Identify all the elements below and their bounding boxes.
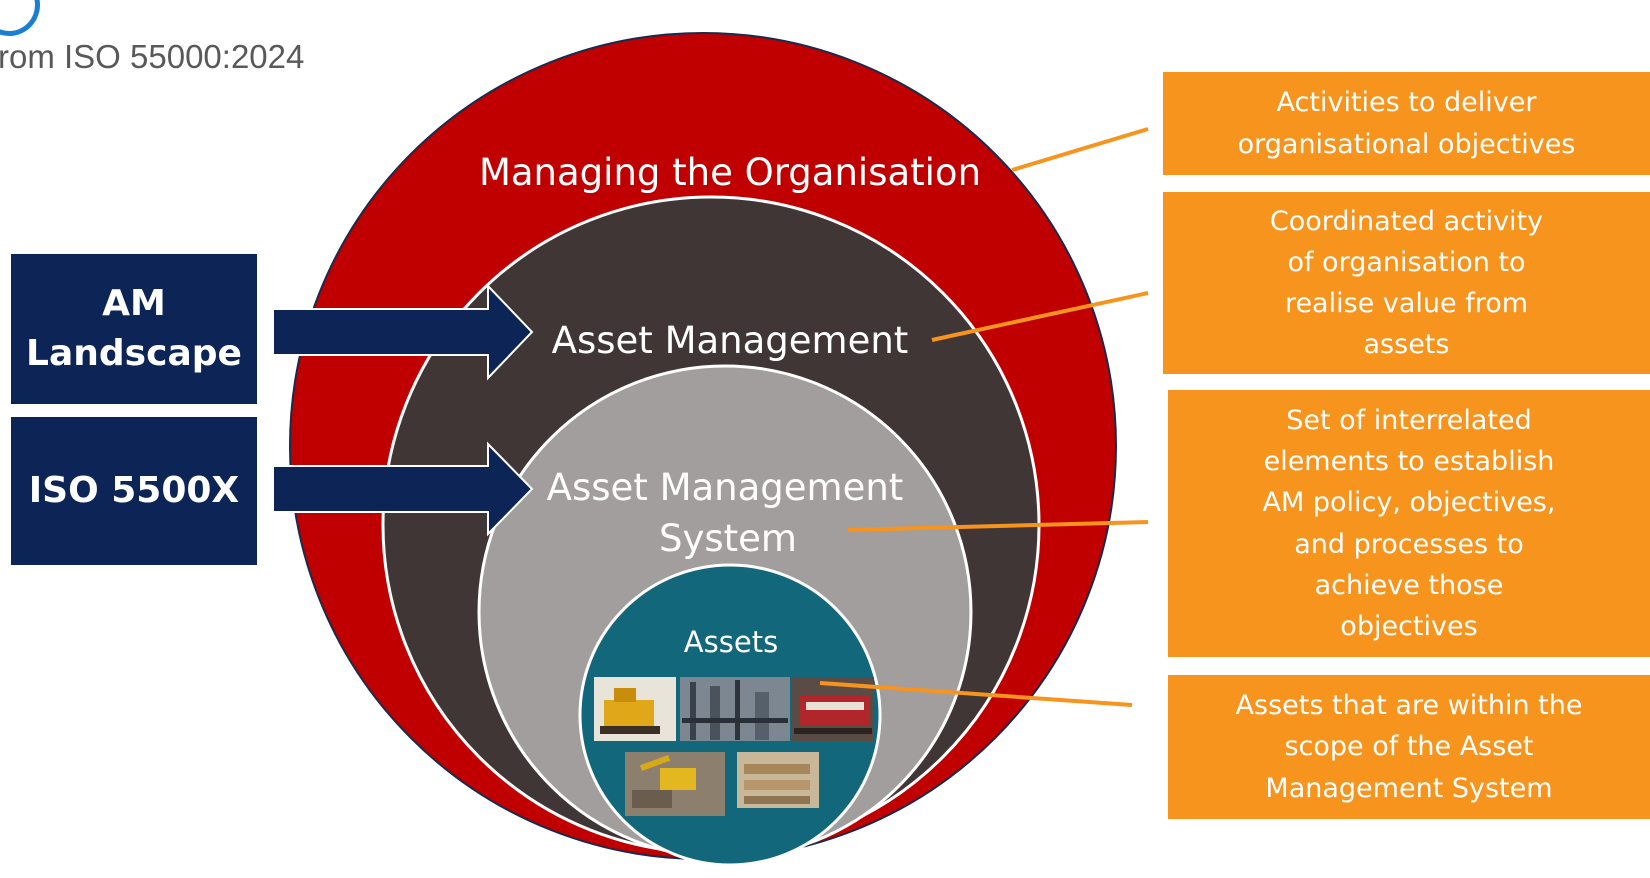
definition-asset-management: Coordinated activity of organisation to … xyxy=(1163,192,1650,374)
organisation-label: Managing the Organisation xyxy=(479,151,981,194)
definition-assets: Assets that are within the scope of the … xyxy=(1168,675,1650,819)
leader-line-am-system xyxy=(847,520,1149,532)
am-system-label-line1: Asset Management xyxy=(547,466,904,509)
assets-label: Assets xyxy=(684,625,778,659)
leader-line-asset-management xyxy=(931,291,1149,342)
iso-5500x-arrow xyxy=(272,441,534,537)
industrial-plant-photo xyxy=(680,677,790,741)
am-landscape-box: AM Landscape xyxy=(11,254,257,404)
asset-photos xyxy=(594,677,874,816)
iso-5500x-box: ISO 5500X xyxy=(11,417,257,565)
materials-photo xyxy=(737,752,819,808)
source-caption: rom ISO 55000:2024 xyxy=(0,38,305,75)
definition-organisation: Activities to deliver organisational obj… xyxy=(1163,72,1650,175)
am-system-label-line2: System xyxy=(659,517,797,560)
bulldozer-photo xyxy=(594,677,676,741)
leader-lines xyxy=(819,127,1149,707)
leader-line-organisation xyxy=(1011,127,1149,172)
am-landscape-arrow xyxy=(272,283,534,381)
excavator-photo xyxy=(625,752,725,816)
definition-am-system: Set of interrelated elements to establis… xyxy=(1168,390,1650,657)
leader-line-assets xyxy=(819,681,1133,707)
asset-management-label: Asset Management xyxy=(552,319,909,362)
